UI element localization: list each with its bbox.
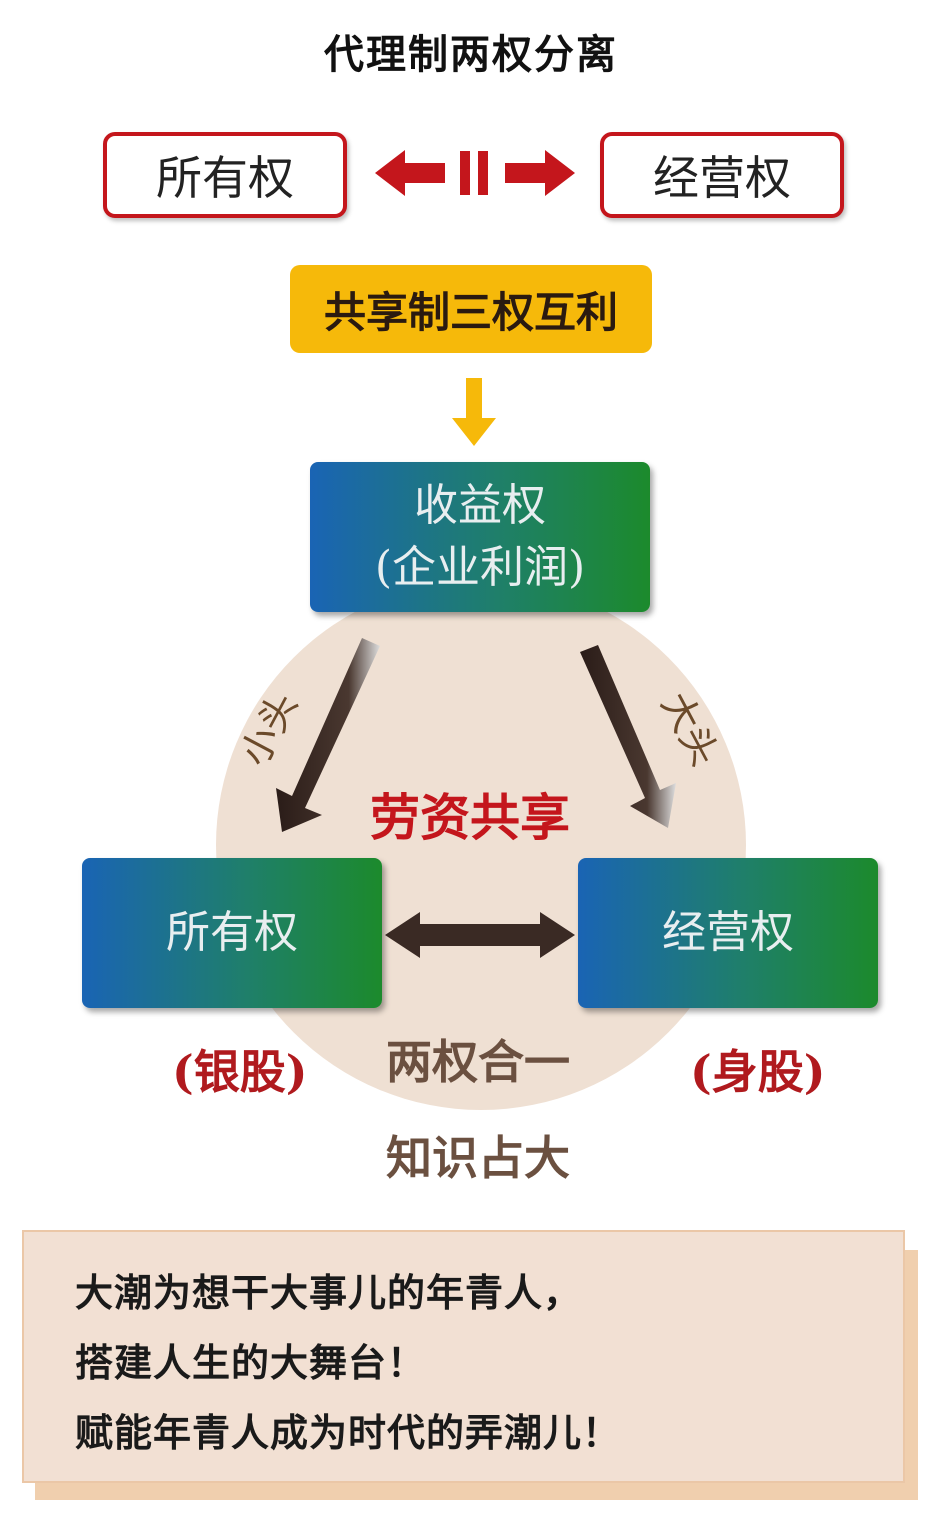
knowledge-major-label: 知识占大 [386, 1131, 570, 1185]
income-rights-box: 收益权 (企业利润) [310, 462, 650, 612]
ownership-box: 所有权 [82, 858, 382, 1008]
income-rights-sub: (企业利润) [374, 542, 586, 593]
left-down-arrow-icon [276, 638, 380, 832]
slogan-line: 大潮为想干大事儿的年青人， [75, 1271, 583, 1315]
right-down-arrow-icon [580, 645, 676, 828]
two-rights-unified-label: 两权合一 [386, 1035, 570, 1089]
slogan-line: 赋能年青人成为时代的弄潮儿！ [75, 1411, 622, 1455]
management-box-top: 经营权 [600, 132, 844, 218]
background-circle [216, 580, 746, 1110]
management-box: 经营权 [578, 858, 878, 1008]
income-rights-label: 收益权 [414, 480, 546, 532]
slogan-panel [22, 1230, 905, 1483]
silver-share-label: (银股) [172, 1045, 308, 1099]
labor-capital-sharing-label: 劳资共享 [370, 788, 570, 847]
page-title: 代理制两权分离 [324, 32, 618, 78]
separation-arrows-icon [375, 150, 575, 196]
ownership-box-top: 所有权 [103, 132, 347, 218]
down-arrow-icon [452, 378, 496, 446]
flow-arrows [276, 638, 676, 958]
slogan-line: 搭建人生的大舞台！ [75, 1341, 427, 1385]
body-share-label: (身股) [690, 1045, 826, 1099]
shared-system-box: 共享制三权互利 [290, 265, 652, 353]
double-arrow-icon [385, 912, 575, 958]
